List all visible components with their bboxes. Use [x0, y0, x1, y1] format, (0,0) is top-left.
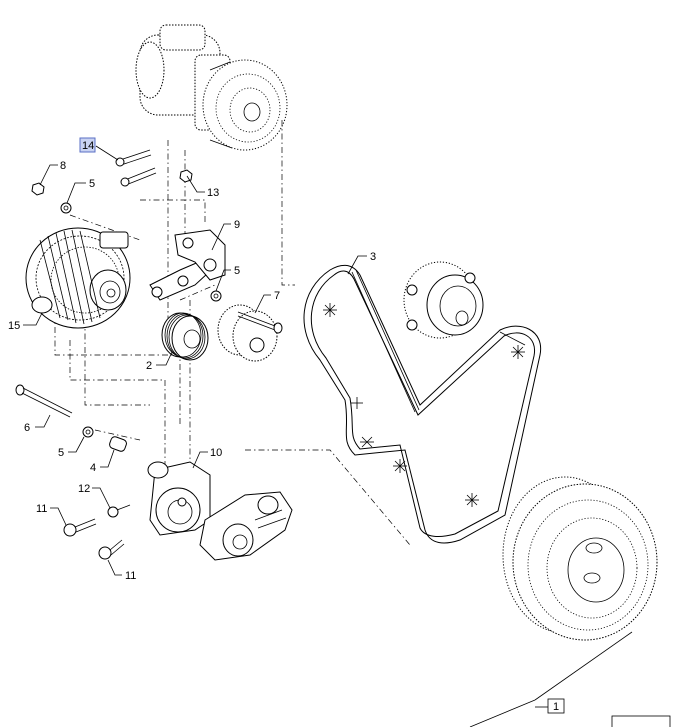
callout-12[interactable]: 12: [78, 483, 90, 495]
callout-14[interactable]: 14: [82, 140, 94, 152]
corner-tag-box: [611, 715, 671, 727]
callout-11-left[interactable]: 11: [36, 503, 47, 515]
serpentine-belt[interactable]: [303, 264, 542, 544]
callout-4[interactable]: 4: [90, 462, 96, 474]
callout-labels: 14 8 5 13 9 3 5 7 15 2 6 5 10 4 12 11 11…: [8, 137, 671, 727]
spacer-sleeve-4[interactable]: [108, 436, 127, 453]
washer-5-mid[interactable]: [210, 290, 222, 302]
callout-3[interactable]: 3: [370, 251, 376, 263]
callout-8[interactable]: 8: [60, 160, 66, 172]
asterisk-marker-icon: [323, 303, 525, 507]
callout-5-mid[interactable]: 5: [234, 265, 240, 277]
alternator[interactable]: [25, 227, 131, 329]
ac-compressor[interactable]: [135, 24, 288, 151]
callout-6[interactable]: 6: [24, 422, 30, 434]
nut-8[interactable]: [31, 182, 45, 196]
automatic-tensioner-assembly[interactable]: [199, 491, 293, 561]
callout-11-bottom[interactable]: 11: [125, 570, 136, 582]
washer-5-top[interactable]: [60, 202, 72, 214]
callout-14-highlight[interactable]: [79, 137, 96, 153]
belt-tensioner[interactable]: [147, 461, 211, 536]
bolt-12[interactable]: [107, 504, 131, 518]
callout-7[interactable]: 7: [274, 290, 280, 302]
callout-9[interactable]: 9: [234, 219, 240, 231]
bolt-11-bottom[interactable]: [98, 539, 125, 560]
washer-5-low[interactable]: [82, 426, 94, 438]
long-bolt-7[interactable]: [237, 311, 283, 334]
callout-10[interactable]: 10: [210, 447, 222, 459]
callout-1-box: [547, 698, 565, 714]
water-pump[interactable]: [403, 261, 484, 339]
bolt-11-left[interactable]: [63, 518, 97, 537]
callout-15[interactable]: 15: [8, 320, 20, 332]
mounting-bracket[interactable]: [149, 229, 226, 301]
long-bolt-6[interactable]: [15, 384, 73, 418]
idler-pulley[interactable]: [217, 304, 278, 362]
callout-5-top[interactable]: 5: [89, 178, 95, 190]
callout-13[interactable]: 13: [207, 187, 219, 199]
bolt-pair-14[interactable]: [115, 149, 157, 187]
crankshaft-damper-pulley[interactable]: [502, 476, 658, 641]
nut-13[interactable]: [179, 169, 193, 183]
callout-1[interactable]: 1: [553, 701, 559, 713]
callout-5-low[interactable]: 5: [58, 447, 64, 459]
callout-2[interactable]: 2: [146, 360, 152, 372]
leader-lines: [23, 145, 633, 727]
grooved-pulley[interactable]: [161, 312, 209, 361]
